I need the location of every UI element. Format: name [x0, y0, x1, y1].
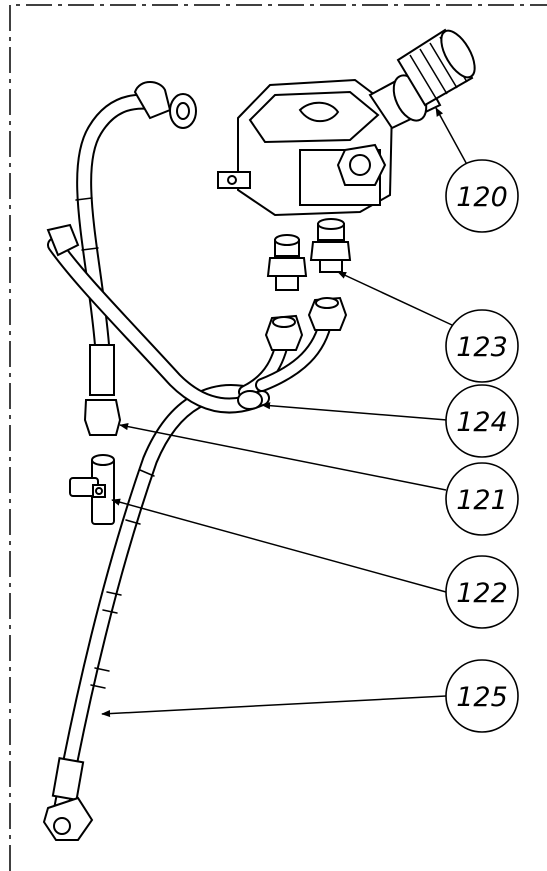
callout-label-124: 124: [456, 407, 508, 438]
leader-123: [337, 271, 453, 326]
solenoid-valve-120: [217, 28, 476, 217]
callout-124: 124: [445, 384, 519, 458]
callout-123: 123: [445, 309, 519, 383]
callout-label-123: 123: [456, 332, 508, 363]
callout-120: 120: [445, 159, 519, 233]
leader-lines: [101, 107, 483, 718]
loop-hose: [46, 223, 348, 414]
callout-121: 121: [445, 462, 519, 536]
callout-125: 125: [445, 659, 519, 733]
tee-fitting-122: [69, 454, 115, 525]
callout-label-120: 120: [456, 182, 508, 213]
leader-122: [111, 498, 447, 593]
braided-hose-125: [42, 384, 260, 841]
leader-121: [119, 423, 447, 491]
callout-122: 122: [445, 555, 519, 629]
adapter-fittings-123: [266, 218, 352, 291]
callout-label-121: 121: [456, 485, 508, 516]
dash-dot-frame: [9, 4, 547, 871]
callout-label-125: 125: [456, 682, 508, 713]
leader-124: [261, 402, 448, 421]
leader-125: [101, 695, 447, 718]
callout-label-122: 122: [456, 578, 508, 609]
